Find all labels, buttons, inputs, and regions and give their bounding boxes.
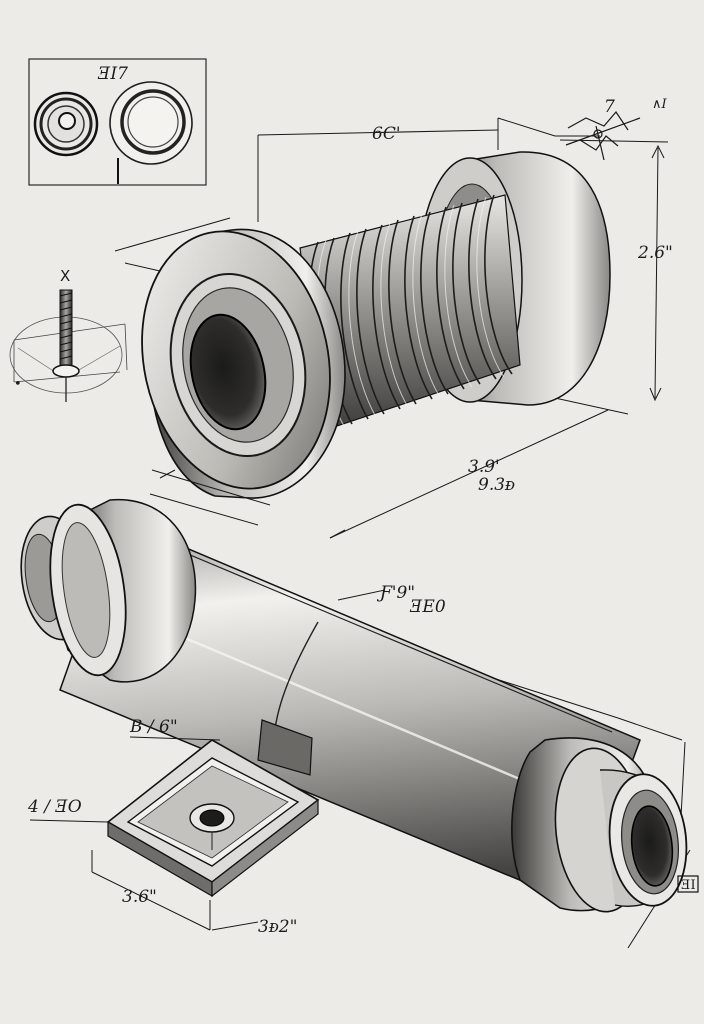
detail-view-box: ƎI7	[28, 58, 207, 186]
tube-label-a: Ƒ'9"	[376, 583, 415, 603]
detail-ring-right	[109, 81, 193, 184]
bobbin-front-flange	[141, 228, 346, 499]
corner-note-b: ∧I	[652, 97, 668, 112]
end-marker-box: ƎI	[677, 875, 699, 893]
bracket-left-label: 4 / ƎO	[27, 797, 82, 817]
corner-note: 7	[604, 97, 615, 117]
top-height-label: 2.6"	[637, 243, 673, 263]
diagonal-label-a: 3.9'	[468, 457, 500, 477]
detail-box-label: ƎI7	[97, 64, 128, 84]
square-bracket	[106, 739, 320, 898]
bracket-bottom-label-b: 3ᴆ2"	[258, 917, 297, 937]
diagonal-label-b: 9.3ᴆ	[478, 475, 515, 495]
long-tube: Ƒ'9" ƎE0	[20, 469, 691, 949]
top-dimensions	[114, 117, 669, 539]
screw-label: X	[60, 267, 70, 285]
end-box-label: ƎI	[681, 878, 696, 893]
screw-tick-left: •	[14, 377, 22, 392]
bracket-dimensions	[29, 736, 259, 931]
bracket-bottom-label-a: 3.6"	[122, 887, 157, 907]
top-length-label: 6C'	[372, 124, 401, 144]
tube-label-b: ƎE0	[409, 597, 446, 617]
tube-right-collar	[511, 737, 688, 913]
threaded-bobbin	[141, 151, 611, 499]
detail-ring-left	[33, 91, 99, 157]
tube-left-collar	[20, 498, 197, 683]
bracket-top-label: B / 6"	[129, 717, 178, 737]
screw-detail: X •	[9, 267, 128, 402]
corner-sketch	[565, 111, 641, 161]
